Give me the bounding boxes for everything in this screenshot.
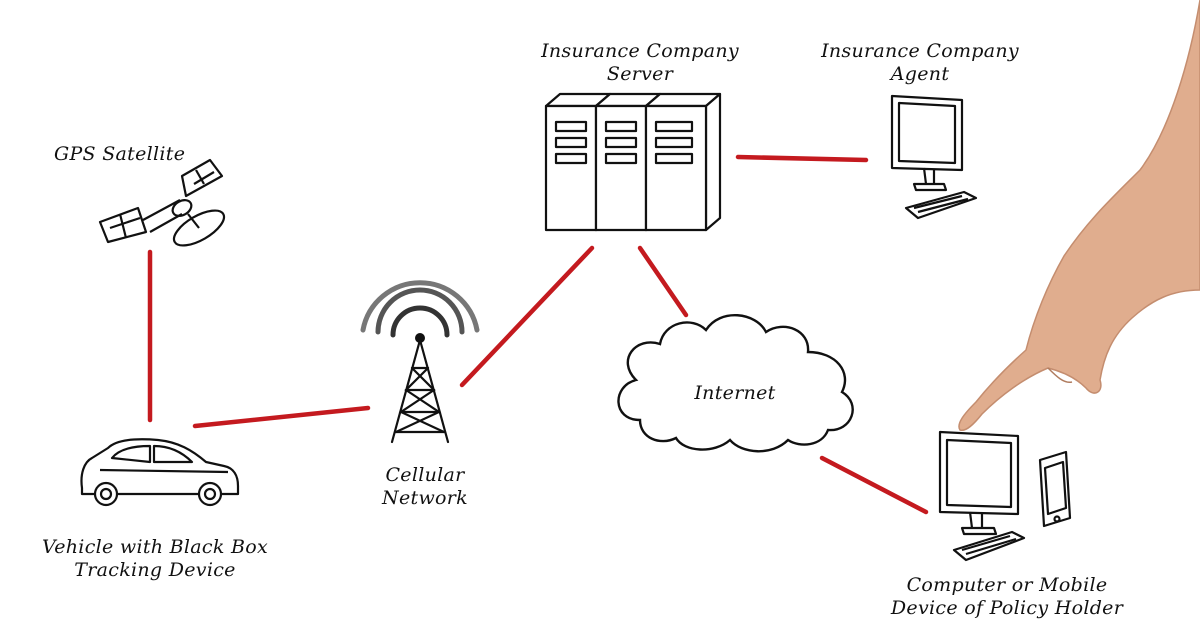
label-vehicle: Vehicle with Black Box Tracking Device (10, 536, 300, 582)
label-cellular-network: Cellular Network (350, 464, 500, 510)
satellite-icon (98, 158, 226, 247)
agent-label-line2: Agent (890, 63, 950, 85)
cloud-icon (617, 314, 854, 453)
link-vehicle-tower (192, 405, 371, 429)
vehicle-label-line1: Vehicle with Black Box (41, 536, 269, 558)
link-server-agent (735, 154, 869, 163)
internet-label-text: Internet (694, 382, 776, 404)
pointing-hand (958, 0, 1200, 432)
holder-label-line1: Computer or Mobile (906, 574, 1108, 596)
gps-label-text: GPS Satellite (54, 143, 186, 165)
vehicle-label-line2: Tracking Device (74, 559, 236, 581)
server-rack-icon (544, 92, 722, 232)
label-internet: Internet (660, 382, 810, 405)
car-icon (80, 438, 240, 507)
tower-label-line1: Cellular (385, 464, 465, 486)
tower-label-line2: Network (382, 487, 468, 509)
label-policy-holder-device: Computer or Mobile Device of Policy Hold… (862, 574, 1152, 620)
computer-and-phone-icon (938, 430, 1072, 562)
server-label-line2: Server (606, 63, 674, 85)
connection-lines (147, 154, 929, 515)
label-insurance-agent: Insurance Company Agent (790, 40, 1050, 86)
agent-label-line1: Insurance Company (821, 40, 1019, 62)
cell-tower-icon (360, 280, 480, 444)
label-gps-satellite: GPS Satellite (54, 143, 194, 166)
link-tower-server (459, 245, 595, 388)
holder-label-line2: Device of Policy Holder (890, 597, 1124, 619)
link-internet-holder (819, 455, 929, 515)
server-label-line1: Insurance Company (541, 40, 739, 62)
label-insurance-server: Insurance Company Server (510, 40, 770, 86)
desktop-computer-icon (890, 94, 978, 220)
link-server-internet (637, 245, 689, 318)
